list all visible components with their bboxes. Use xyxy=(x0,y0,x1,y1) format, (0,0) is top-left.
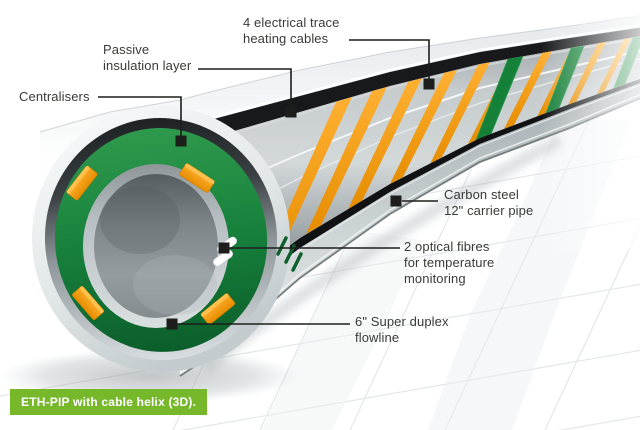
label-line: Carbon steel xyxy=(444,187,519,202)
label-line: 6" Super duplex xyxy=(355,314,449,329)
marker-centralisers xyxy=(175,135,187,147)
label-line: 4 electrical trace xyxy=(243,15,340,30)
floor-tile-shade xyxy=(262,230,422,430)
marker-optical-fibres xyxy=(218,242,230,254)
label-line: heating cables xyxy=(243,31,329,46)
label-heating-cables: 4 electrical trace heating cables xyxy=(243,15,339,47)
caption-badge: ETH-PIP with cable helix (3D). xyxy=(10,389,208,415)
leader-centralisers xyxy=(98,96,182,136)
label-line: flowline xyxy=(355,330,400,345)
marker-heating-cables xyxy=(423,78,435,90)
label-optical-fibres: 2 optical fibres for temperature monitor… xyxy=(404,239,494,287)
pipe-cross-section-face xyxy=(31,106,303,372)
label-line: monitoring xyxy=(404,271,466,286)
leader-markers xyxy=(166,78,435,330)
label-line: insulation layer xyxy=(103,58,192,73)
label-line: Passive xyxy=(103,42,150,57)
flowline-bore xyxy=(94,174,218,318)
label-line: for temperature xyxy=(404,255,495,270)
label-passive-insulation: Passive insulation layer xyxy=(103,42,191,74)
depth-fade xyxy=(540,0,640,250)
marker-passive-insulation xyxy=(285,106,297,118)
marker-carrier-pipe xyxy=(390,195,402,207)
label-line: Centralisers xyxy=(19,89,90,104)
leader-heating-cables xyxy=(349,39,430,79)
leader-lines xyxy=(98,39,438,325)
label-flowline: 6" Super duplex flowline xyxy=(355,314,449,346)
label-line: 12" carrier pipe xyxy=(444,203,534,218)
label-carrier-pipe: Carbon steel 12" carrier pipe xyxy=(444,187,533,219)
cable-clips xyxy=(66,163,236,325)
label-line: 2 optical fibres xyxy=(404,239,490,254)
marker-flowline xyxy=(166,318,178,330)
leader-passive-insulation xyxy=(198,68,292,107)
label-centralisers: Centralisers xyxy=(19,89,90,105)
